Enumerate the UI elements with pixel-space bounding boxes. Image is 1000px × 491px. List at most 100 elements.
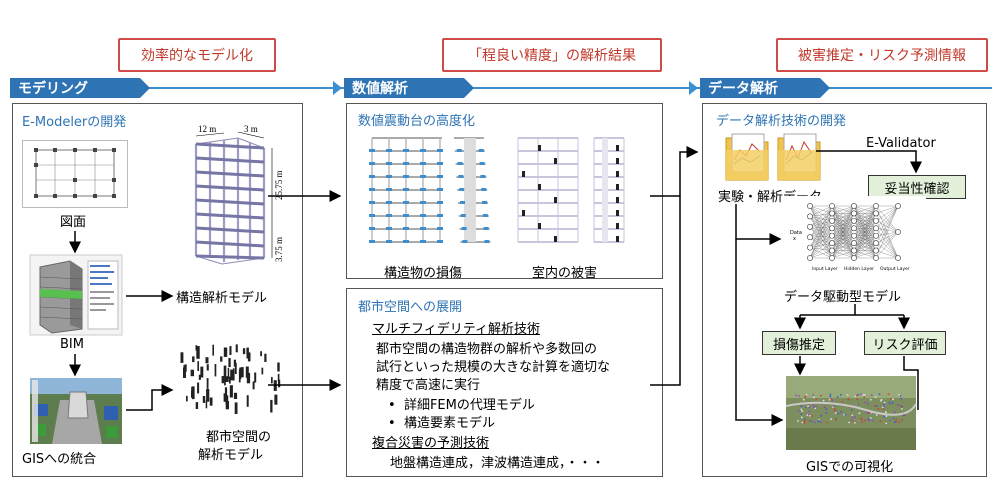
nn-connection (809, 213, 833, 259)
gis-damage-dot (801, 421, 804, 424)
nn-connection (831, 205, 855, 229)
urban-building-mark (192, 356, 195, 363)
urban-building-mark (238, 369, 241, 383)
nn-connection (809, 220, 833, 238)
nn-connection (809, 213, 833, 248)
urban-building-mark (229, 346, 232, 355)
gis-damage-dot (891, 401, 894, 404)
nn-connection (831, 205, 855, 259)
nn-node (873, 225, 879, 232)
nn-connection (831, 228, 855, 259)
urban-building-mark (195, 402, 199, 409)
nn-node (807, 234, 813, 241)
gis-damage-dot (820, 394, 822, 397)
gis-damage-dot (834, 412, 837, 414)
gis-damage-dot (878, 393, 881, 395)
urban-building-mark (228, 358, 231, 368)
nn-node (829, 247, 835, 254)
nn-connection (831, 205, 855, 251)
frame-mark (369, 149, 375, 152)
header-efficient-modeling: 効率的なモデル化 (118, 38, 276, 72)
nn-node (873, 255, 879, 261)
frame-mark (386, 201, 392, 204)
urban-building-mark (270, 399, 273, 413)
nn-connection (831, 205, 855, 221)
frame-mark (403, 188, 409, 191)
urban-building-mark (246, 352, 250, 359)
urban-building-mark (223, 347, 228, 357)
nn-connection (809, 205, 833, 251)
gis-damage-dot (883, 401, 886, 404)
gis-damage-dot (835, 418, 837, 421)
nn-node (851, 225, 857, 232)
nn-connection (809, 216, 833, 222)
nn-connection (809, 216, 833, 229)
nn-hidden-layer-text: Hidden Layer (844, 266, 874, 272)
nn-node (807, 255, 813, 261)
gis-damage-dot (832, 405, 835, 407)
nn-connection (809, 235, 833, 248)
urban-building-mark (197, 382, 200, 394)
nn-connection (809, 228, 833, 238)
nn-connection (853, 205, 877, 221)
gis-damage-dot (840, 410, 842, 413)
frame-mark (522, 171, 525, 177)
frame-mark (437, 240, 443, 243)
gis-damage-dot (797, 420, 799, 422)
frame-mark (369, 214, 375, 217)
gis-damage-dot (860, 418, 863, 421)
nn-node (829, 255, 835, 261)
structural-frame-3d (194, 131, 273, 265)
nn-connection (809, 216, 833, 244)
nn-connection (809, 250, 833, 259)
urban-building-mark (220, 356, 223, 362)
nn-connection (809, 220, 833, 227)
nn-node (851, 217, 857, 224)
frame-mark (420, 227, 426, 230)
nn-node (873, 232, 879, 239)
frame-mark (386, 149, 392, 152)
nn-connection (875, 213, 899, 259)
frame-mark (538, 223, 541, 229)
nn-connection (875, 205, 899, 229)
gis-damage-dot (850, 419, 853, 421)
nn-connection (809, 205, 833, 217)
nn-node (807, 244, 813, 251)
gis-damage-dot (861, 421, 864, 423)
frame-mark (437, 188, 443, 191)
gis-damage-dot (885, 415, 888, 418)
frame-mark (437, 227, 443, 230)
frame-mark (386, 175, 392, 178)
frame-mark (437, 175, 443, 178)
frame-mark (464, 138, 476, 242)
urban-building-mark (234, 402, 238, 414)
gis-damage-dot (887, 393, 890, 395)
frame-mark (479, 162, 485, 165)
gis-damage-dot (836, 396, 839, 399)
gis-damage-dot (841, 401, 844, 404)
floor-plan-drawing (22, 140, 128, 208)
compound-disaster-heading: 複合災害の予測技術 (372, 436, 490, 451)
nn-connection (809, 228, 833, 248)
frame-mark (386, 227, 392, 230)
gis-damage-dot (825, 408, 828, 411)
nn-connection (809, 247, 833, 251)
nn-connection (853, 235, 877, 259)
gis-damage-dot (879, 420, 882, 423)
frame-mark (456, 149, 462, 152)
nn-connection (875, 235, 899, 259)
nn-connection (809, 205, 833, 236)
nn-node (829, 203, 835, 209)
urban-building-mark (225, 401, 229, 410)
frame-mark (482, 201, 487, 204)
structural-model-label: 構造解析モデル (176, 291, 268, 306)
gis-damage-dot (894, 411, 896, 414)
frame-mark (460, 201, 465, 204)
urban-building-mark (240, 367, 244, 378)
gis-damage-dot (899, 404, 902, 407)
urban-building-mark (225, 395, 229, 405)
gis-damage-dot (857, 403, 860, 405)
gis-damage-dot (847, 398, 850, 401)
gis-damage-dot (898, 421, 901, 424)
